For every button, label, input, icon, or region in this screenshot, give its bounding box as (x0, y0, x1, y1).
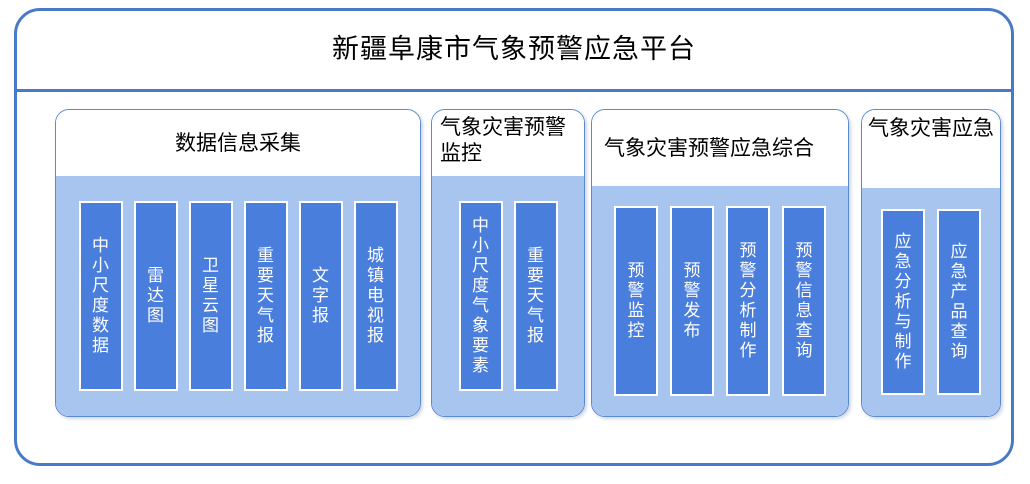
item-card[interactable]: 预警信息查询 (782, 206, 826, 396)
item-card[interactable]: 文字报 (298, 201, 343, 391)
item-card[interactable]: 预警分析制作 (726, 206, 770, 396)
section-title-data-collection: 数据信息采集 (56, 110, 420, 176)
section-items-data-collection: 中小尺度数据 雷达图 卫星云图 重要天气报 文字报 城镇电视 (56, 176, 420, 416)
title-divider (17, 89, 1011, 92)
item-card[interactable]: 应急分析与制作 (881, 209, 925, 395)
item-card[interactable]: 城镇电视报 (353, 201, 398, 391)
section-card-warning-emergency-integrated[interactable]: 气象灾害预警应急综合 预警监控 预警发布 预警分析制作 预警信息查询 (591, 109, 849, 417)
item-card[interactable]: 中小尺度数据 (78, 201, 123, 391)
item-label: 预警监控 (627, 260, 645, 342)
platform-frame: 新疆阜康市气象预警应急平台 数据信息采集 中小尺度数据 雷达图 卫星云图 (14, 8, 1014, 466)
item-label: 雷达图 (147, 265, 164, 327)
section-card-disaster-emergency[interactable]: 气象灾害应急 应急分析与制作 应急产品查询 (861, 109, 1001, 417)
item-card[interactable]: 应急产品查询 (937, 209, 981, 395)
section-body-warning-monitoring: 中小尺度气象要素 重要天气报 (432, 176, 584, 416)
sections-row: 数据信息采集 中小尺度数据 雷达图 卫星云图 重要天气报 (29, 109, 1005, 427)
item-card[interactable]: 雷达图 (133, 201, 178, 391)
page-title: 新疆阜康市气象预警应急平台 (332, 34, 696, 65)
item-label: 城镇电视报 (367, 245, 384, 347)
item-card[interactable]: 重要天气报 (513, 201, 558, 391)
section-body-warning-emergency-integrated: 预警监控 预警发布 预警分析制作 预警信息查询 (592, 186, 848, 416)
section-title-warning-monitoring: 气象灾害预警监控 (432, 110, 584, 176)
section-items-warning-monitoring: 中小尺度气象要素 重要天气报 (432, 176, 584, 416)
item-card[interactable]: 中小尺度气象要素 (458, 201, 503, 391)
item-label: 卫星云图 (202, 255, 219, 337)
item-label: 中小尺度气象要素 (472, 215, 489, 377)
item-label: 重要天气报 (257, 245, 274, 347)
item-label: 重要天气报 (527, 245, 544, 347)
section-title-warning-emergency-integrated: 气象灾害预警应急综合 (592, 110, 848, 186)
item-label: 文字报 (312, 265, 329, 327)
item-label: 预警分析制作 (739, 240, 757, 362)
item-card[interactable]: 重要天气报 (243, 201, 288, 391)
section-items-warning-emergency-integrated: 预警监控 预警发布 预警分析制作 预警信息查询 (592, 186, 848, 416)
section-title-disaster-emergency: 气象灾害应急 (862, 110, 1000, 188)
section-items-disaster-emergency: 应急分析与制作 应急产品查询 (862, 188, 1000, 416)
item-label: 预警发布 (683, 260, 701, 342)
item-label: 预警信息查询 (795, 240, 813, 362)
item-card[interactable]: 卫星云图 (188, 201, 233, 391)
section-card-data-collection[interactable]: 数据信息采集 中小尺度数据 雷达图 卫星云图 重要天气报 (55, 109, 421, 417)
section-body-data-collection: 中小尺度数据 雷达图 卫星云图 重要天气报 文字报 城镇电视 (56, 176, 420, 416)
section-card-warning-monitoring[interactable]: 气象灾害预警监控 中小尺度气象要素 重要天气报 (431, 109, 585, 417)
item-label: 应急产品查询 (950, 241, 968, 363)
item-label: 应急分析与制作 (894, 231, 912, 373)
item-card[interactable]: 预警监控 (614, 206, 658, 396)
item-label: 中小尺度数据 (92, 235, 109, 357)
item-card[interactable]: 预警发布 (670, 206, 714, 396)
section-body-disaster-emergency: 应急分析与制作 应急产品查询 (862, 188, 1000, 416)
